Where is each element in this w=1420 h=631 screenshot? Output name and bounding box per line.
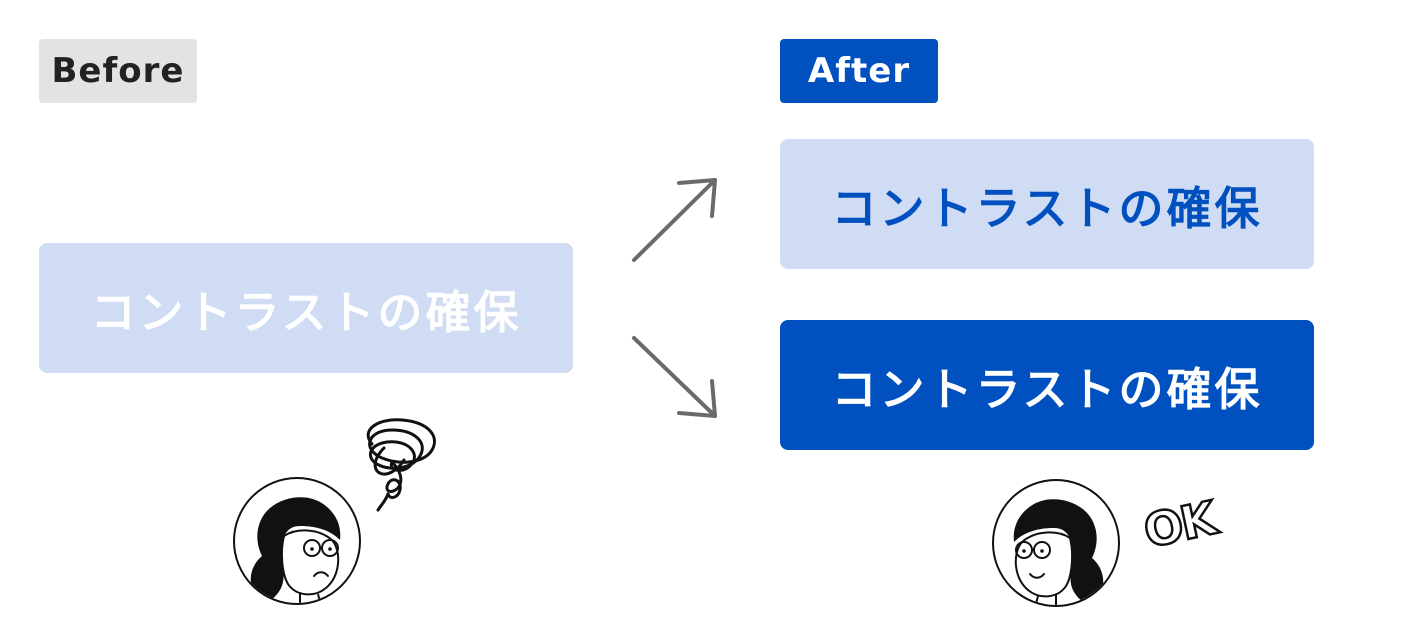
- after-dark-background-sample: コントラストの確保: [780, 320, 1314, 450]
- before-label-text: Before: [51, 51, 185, 91]
- ok-stamp-text: OK: [1139, 490, 1224, 558]
- arrow-down-right-icon: [632, 336, 717, 418]
- arrow-up-right-icon: [632, 178, 717, 262]
- before-sample-text: コントラストの確保: [90, 285, 522, 339]
- confused-woman-icon: [233, 477, 361, 605]
- before-low-contrast-sample: コントラストの確保: [39, 243, 573, 373]
- after-label-text: After: [807, 51, 911, 91]
- after-light-background-sample: コントラストの確保: [780, 139, 1314, 269]
- after-light-sample-text: コントラストの確保: [831, 181, 1263, 235]
- before-label: Before: [39, 39, 197, 103]
- after-dark-sample-text: コントラストの確保: [831, 362, 1263, 416]
- scribble-icon: [366, 418, 436, 512]
- smiling-woman-icon: [992, 479, 1120, 607]
- ok-stamp-icon: OK: [1138, 489, 1225, 560]
- after-label: After: [780, 39, 938, 103]
